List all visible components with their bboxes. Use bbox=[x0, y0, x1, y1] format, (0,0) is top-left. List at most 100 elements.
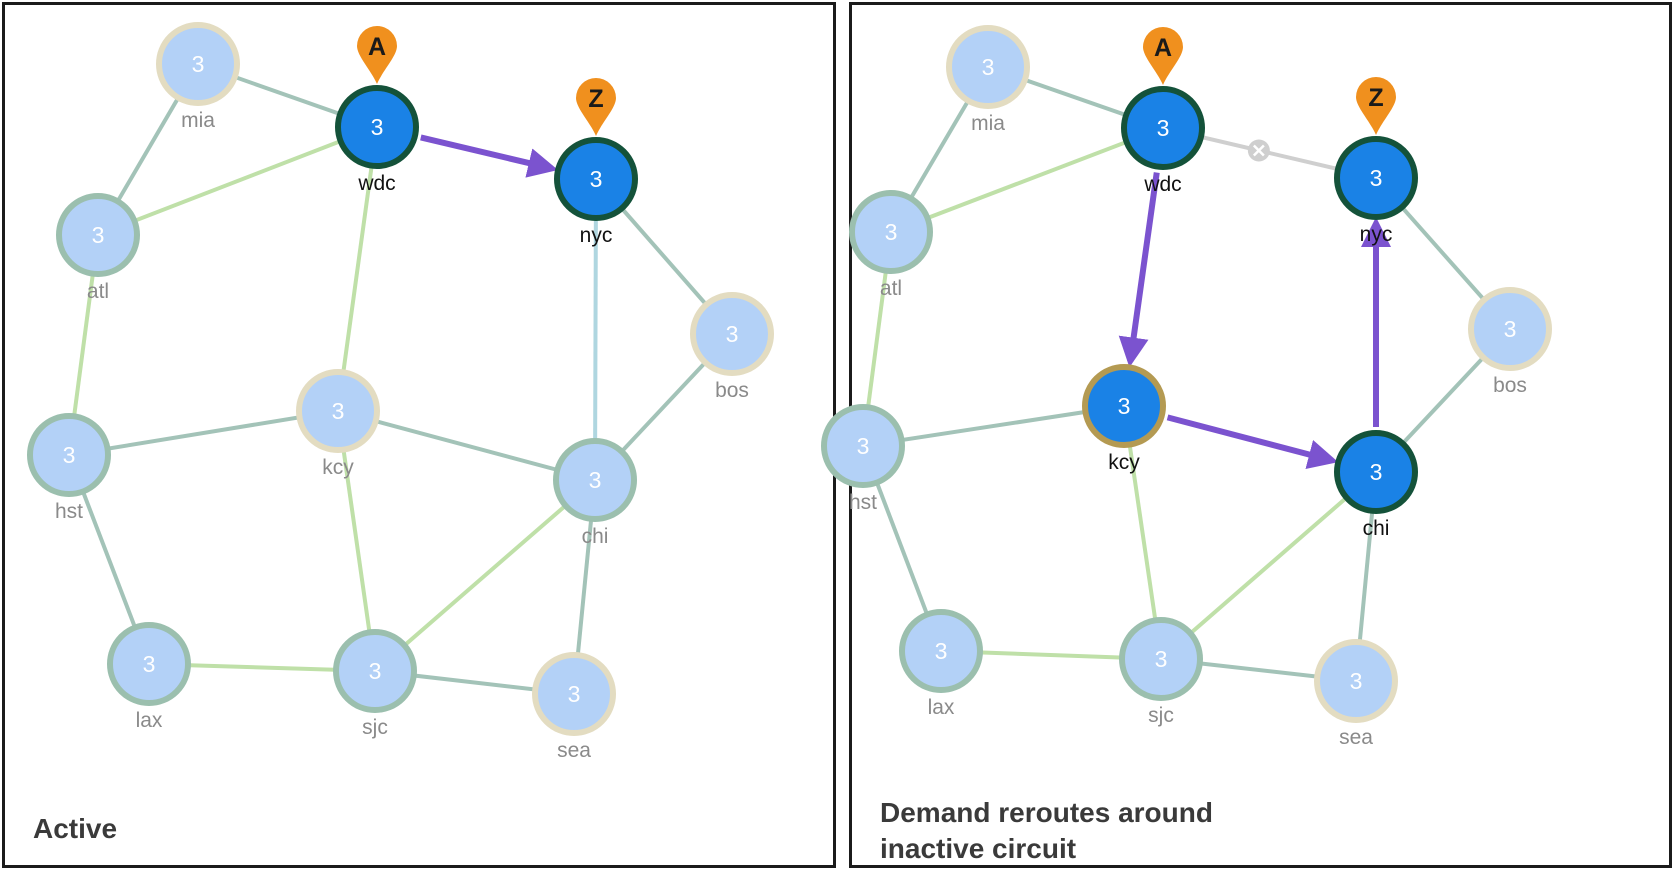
node-label: mia bbox=[971, 112, 1005, 135]
node-circle[interactable] bbox=[1119, 617, 1203, 701]
node-count: 3 bbox=[371, 114, 384, 140]
node-lax[interactable]: 3 lax bbox=[899, 609, 983, 719]
node-circle[interactable] bbox=[899, 609, 983, 693]
node-wdc[interactable]: 3 wdc A bbox=[335, 26, 419, 195]
node-atl[interactable]: 3 atl bbox=[849, 190, 933, 300]
node-circle[interactable] bbox=[1468, 287, 1552, 371]
node-circle[interactable] bbox=[333, 629, 417, 713]
node-circle[interactable] bbox=[849, 190, 933, 274]
node-count: 3 bbox=[590, 166, 603, 192]
node-circle[interactable] bbox=[946, 25, 1030, 109]
node-count: 3 bbox=[1350, 668, 1363, 694]
node-count: 3 bbox=[1155, 646, 1168, 672]
node-label: sea bbox=[1339, 726, 1373, 749]
inactive-circuit-icon[interactable] bbox=[1247, 139, 1270, 162]
pin-z-icon: Z bbox=[576, 78, 616, 136]
node-label: sjc bbox=[362, 716, 388, 739]
node-sjc[interactable]: 3 sjc bbox=[333, 629, 417, 739]
link-kcy-chi[interactable] bbox=[337, 409, 596, 482]
node-circle[interactable] bbox=[107, 622, 191, 706]
link-atl-wdc[interactable] bbox=[97, 125, 378, 237]
pin-a-icon: A bbox=[1143, 27, 1183, 85]
node-chi[interactable]: 3 chi bbox=[1334, 430, 1418, 540]
node-count: 3 bbox=[726, 321, 739, 347]
node-atl[interactable]: 3 atl bbox=[56, 193, 140, 303]
node-circle[interactable] bbox=[156, 22, 240, 106]
node-circle[interactable] bbox=[1334, 136, 1418, 220]
panel-caption: Demand reroutes around inactive circuit bbox=[880, 797, 1213, 864]
node-count: 3 bbox=[857, 433, 870, 459]
node-label: atl bbox=[87, 280, 109, 303]
node-circle[interactable] bbox=[335, 85, 419, 169]
pin-letter: Z bbox=[588, 85, 603, 113]
node-circle[interactable] bbox=[1314, 639, 1398, 723]
node-label: chi bbox=[582, 525, 609, 548]
link-wdc-kcy[interactable] bbox=[336, 126, 379, 412]
node-count: 3 bbox=[369, 658, 382, 684]
route-arrow-wdc-nyc[interactable] bbox=[420, 134, 559, 178]
pin-letter: A bbox=[1154, 34, 1172, 62]
node-label: wdc bbox=[357, 172, 395, 195]
node-circle[interactable] bbox=[821, 404, 905, 488]
node-label: lax bbox=[928, 696, 955, 719]
node-circle[interactable] bbox=[553, 438, 637, 522]
node-count: 3 bbox=[1370, 165, 1383, 191]
node-count: 3 bbox=[192, 51, 205, 77]
node-label: hst bbox=[55, 500, 83, 523]
pin-a-icon: A bbox=[357, 26, 397, 84]
node-circle[interactable] bbox=[27, 413, 111, 497]
link-atl-wdc[interactable] bbox=[890, 126, 1164, 234]
link-kcy-sjc[interactable] bbox=[1122, 405, 1163, 660]
node-count: 3 bbox=[935, 638, 948, 664]
link-hst-kcy[interactable] bbox=[68, 409, 339, 457]
link-nyc-chi[interactable] bbox=[593, 178, 598, 481]
node-label: mia bbox=[181, 109, 215, 132]
node-circle[interactable] bbox=[296, 369, 380, 453]
node-count: 3 bbox=[92, 222, 105, 248]
link-sjc-chi[interactable] bbox=[373, 478, 597, 673]
node-count: 3 bbox=[1370, 459, 1383, 485]
node-count: 3 bbox=[1118, 393, 1131, 419]
node-circle[interactable] bbox=[690, 292, 774, 376]
node-label: atl bbox=[880, 277, 902, 300]
node-label: chi bbox=[1363, 517, 1390, 540]
node-mia[interactable]: 3 mia bbox=[946, 25, 1030, 135]
node-count: 3 bbox=[885, 219, 898, 245]
node-count: 3 bbox=[982, 54, 995, 80]
panel-caption: Active bbox=[33, 813, 118, 844]
node-circle[interactable] bbox=[554, 137, 638, 221]
node-circle[interactable] bbox=[1121, 86, 1205, 170]
node-count: 3 bbox=[568, 681, 581, 707]
link-hst-kcy[interactable] bbox=[862, 404, 1125, 448]
node-mia[interactable]: 3 mia bbox=[156, 22, 240, 132]
route-arrow-kcy-chi[interactable] bbox=[1166, 414, 1339, 470]
node-circle[interactable] bbox=[56, 193, 140, 277]
demand-route bbox=[420, 134, 559, 178]
node-label: bos bbox=[1493, 374, 1527, 397]
node-sjc[interactable]: 3 sjc bbox=[1119, 617, 1203, 727]
node-circle[interactable] bbox=[1082, 364, 1166, 448]
node-circle[interactable] bbox=[1334, 430, 1418, 514]
link-kcy-sjc[interactable] bbox=[336, 410, 377, 672]
demand-route bbox=[1118, 172, 1391, 470]
link-sjc-chi[interactable] bbox=[1159, 470, 1378, 661]
route-arrow-wdc-kcy[interactable] bbox=[1118, 172, 1160, 368]
node-circle[interactable] bbox=[532, 652, 616, 736]
node-label: sjc bbox=[1148, 704, 1174, 727]
node-sea[interactable]: 3 sea bbox=[1314, 639, 1398, 749]
